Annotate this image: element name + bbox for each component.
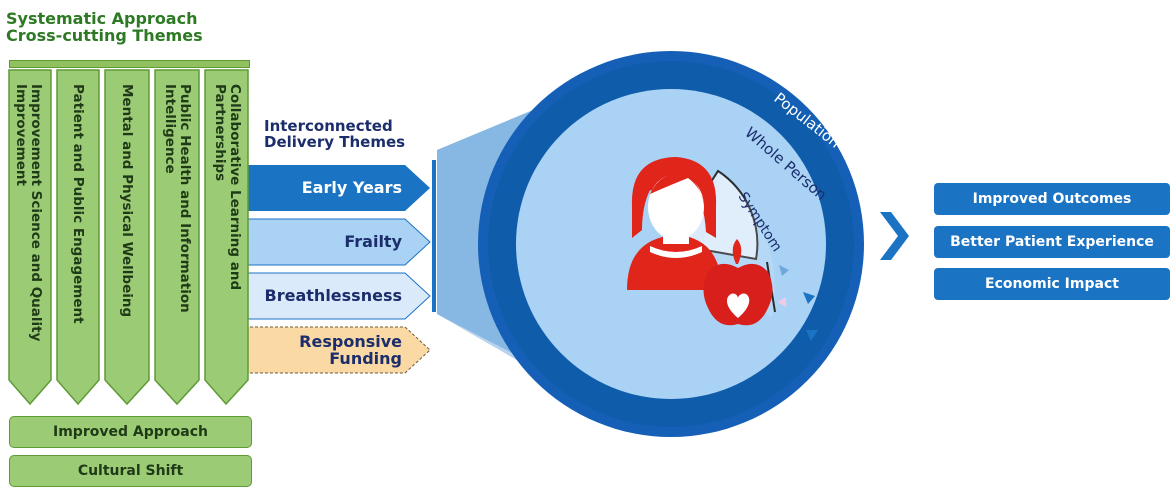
better-patient-experience-box: Better Patient Experience bbox=[934, 226, 1170, 258]
delivery-themes-title: Interconnected Delivery Themes bbox=[264, 117, 406, 151]
cultural-shift-box: Cultural Shift bbox=[9, 455, 252, 487]
early-years-label: Early Years bbox=[301, 178, 402, 197]
cross-cutting-title: Systematic Approach Cross-cutting Themes bbox=[6, 9, 203, 45]
theme-column-5 bbox=[204, 69, 249, 406]
outcome-chevron-icon bbox=[880, 212, 909, 260]
person-icon bbox=[627, 157, 720, 290]
economic-impact-box: Economic Impact bbox=[934, 268, 1170, 300]
theme-column-3 bbox=[104, 69, 150, 406]
theme-column-1 bbox=[8, 69, 52, 406]
small-arrow-4 bbox=[778, 297, 786, 307]
small-arrow-3 bbox=[806, 330, 818, 341]
small-arrow-2 bbox=[803, 292, 815, 304]
apple-heart-icon bbox=[703, 239, 773, 326]
small-arrow-1 bbox=[779, 265, 789, 276]
frailty-label: Frailty bbox=[344, 232, 402, 251]
theme-column-4 bbox=[154, 69, 200, 406]
early-years-arrow bbox=[235, 165, 430, 211]
responsive-funding-label: Responsive Funding bbox=[299, 332, 402, 368]
improved-outcomes-box: Improved Outcomes bbox=[934, 183, 1170, 215]
improved-approach-box: Improved Approach bbox=[9, 416, 252, 448]
theme-column-2 bbox=[56, 69, 100, 406]
breathlessness-label: Breathlessness bbox=[264, 286, 402, 305]
cross-cutting-bar bbox=[9, 60, 250, 68]
